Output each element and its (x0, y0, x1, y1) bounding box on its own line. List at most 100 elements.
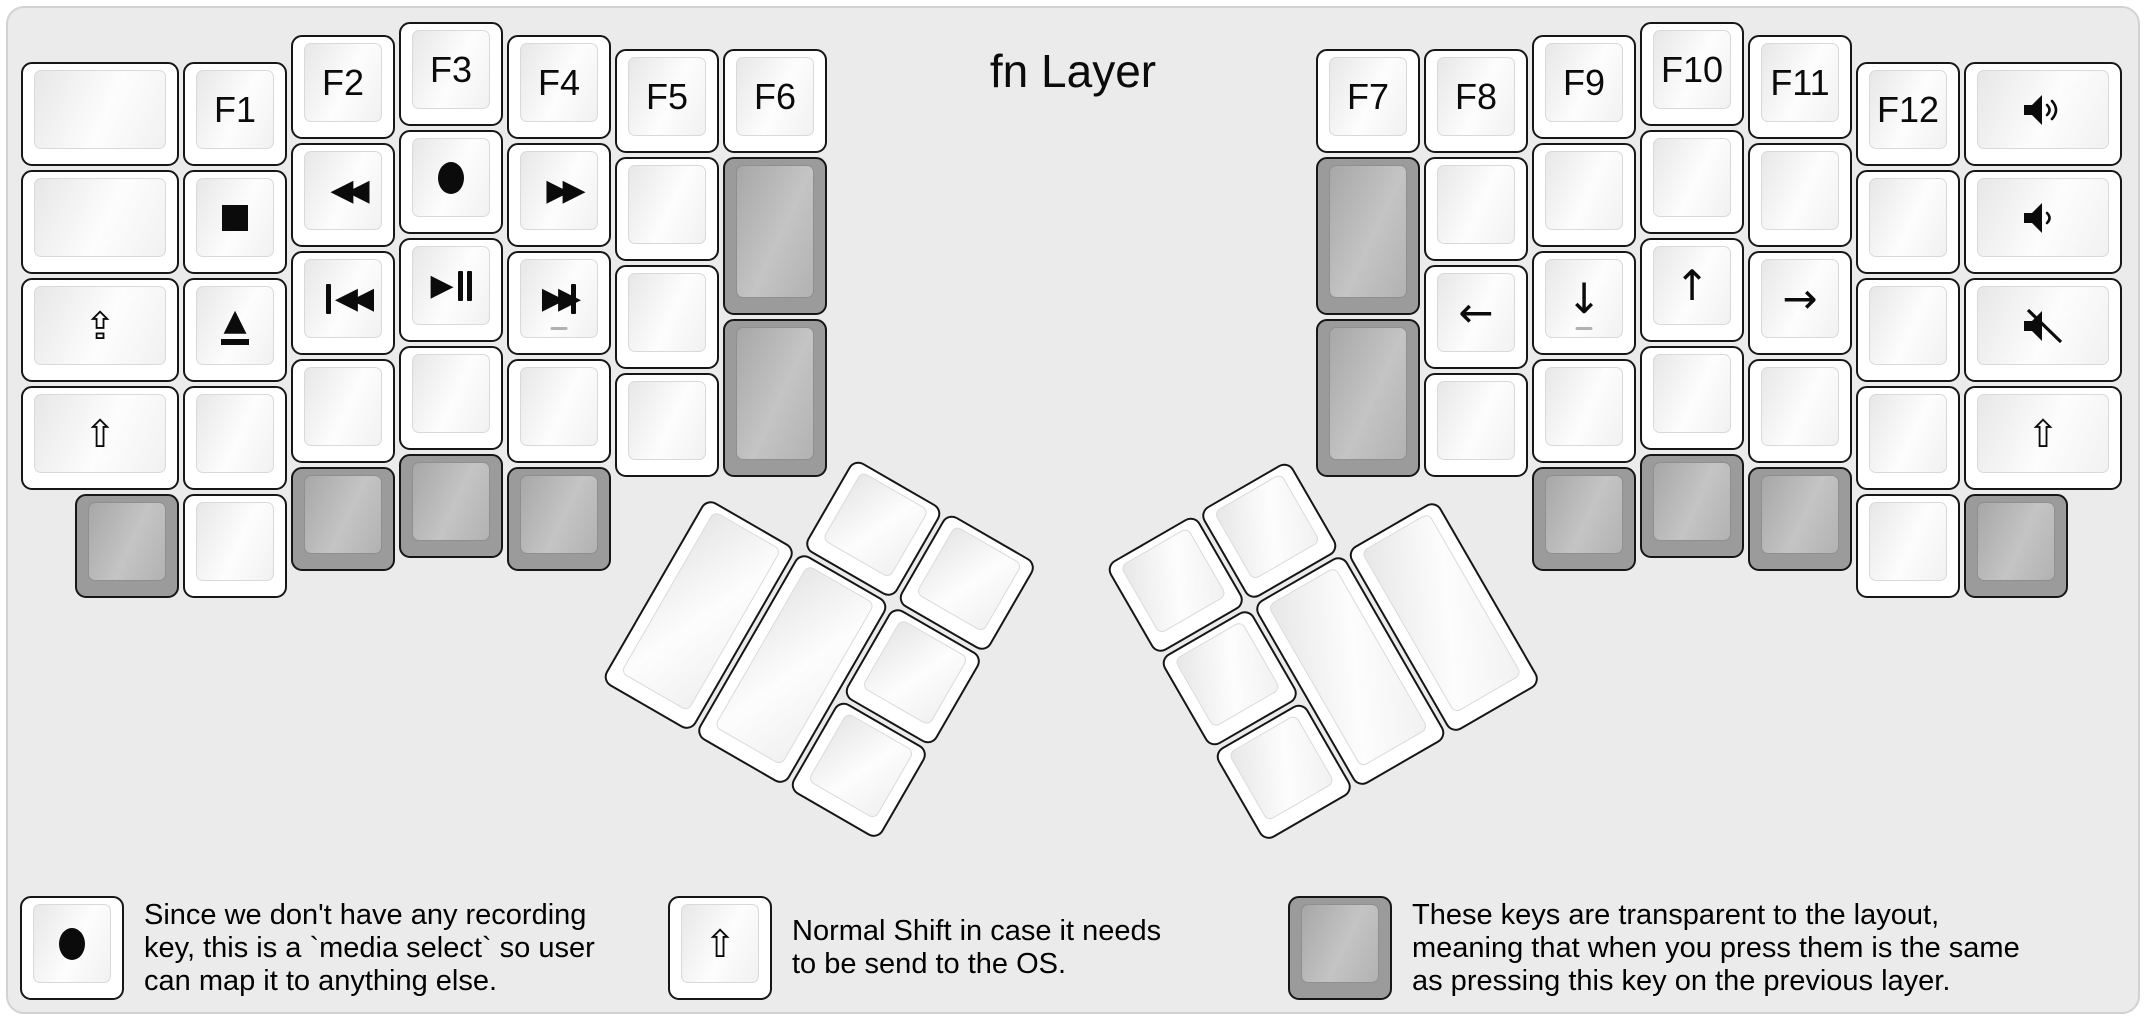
key-rewind: ◀◀ (291, 143, 395, 247)
key-f4: F4 (507, 35, 611, 139)
play-triangle: ▶ (430, 267, 454, 303)
keycap-top: F5 (628, 57, 706, 136)
key-blank (1424, 373, 1528, 477)
keycap-top (1329, 327, 1407, 460)
record-icon (59, 927, 85, 960)
key-shift: ⇧ (21, 386, 179, 490)
key-blank (1856, 170, 1960, 274)
keycap-top (1545, 475, 1623, 554)
key-transparent (1316, 157, 1420, 315)
next-track-icon: ▶▶ (541, 280, 581, 316)
key-mute (1964, 278, 2122, 382)
key-blank (615, 265, 719, 369)
keycap-top (1761, 151, 1839, 230)
key-volume-up (1964, 62, 2122, 166)
legend-item-transparent-keys: These keys are transparent to the layout… (1288, 896, 2020, 1000)
keycap-top: F6 (736, 57, 814, 136)
key-f3: F3 (399, 22, 503, 126)
arrow-up-icon: ↑ (1674, 260, 1710, 310)
key-f12: F12 (1856, 62, 1960, 166)
caps-lock-icon: ⇪ (84, 303, 116, 348)
key-blank (1748, 143, 1852, 247)
shift-icon: ⇧ (2027, 411, 2059, 456)
key-blank (1856, 278, 1960, 382)
forward-triangles: ▶▶ (541, 280, 581, 316)
keycap-top (628, 381, 706, 460)
key-label: F4 (537, 61, 580, 103)
keycap-top (412, 138, 490, 217)
key-f10: F10 (1640, 22, 1744, 126)
keycap-top (520, 367, 598, 446)
key-blank (183, 494, 287, 598)
key-transparent-sample (1288, 896, 1392, 1000)
pause-bar-icon (457, 270, 463, 301)
key-blank (615, 157, 719, 261)
key-play-pause: ▶ (399, 238, 503, 342)
key-record-sample (20, 896, 124, 1000)
keycap-top: ⇧ (34, 394, 166, 473)
key-transparent (507, 467, 611, 571)
keycap-top (1437, 165, 1515, 244)
keycap-top (628, 165, 706, 244)
keycap-top: F7 (1329, 57, 1407, 136)
key-label: F2 (321, 61, 364, 103)
keycap-top (821, 471, 930, 579)
keycap-top: F9 (1545, 43, 1623, 122)
play-pause-icon: ▶ (430, 267, 472, 303)
key-blank (1856, 386, 1960, 490)
key-f5: F5 (615, 49, 719, 153)
keycap-top (412, 354, 490, 433)
keycap-top (196, 178, 274, 257)
rewind-triangles: ◀◀ (334, 280, 374, 316)
keycap-top (915, 525, 1023, 633)
legend-item-media-select: Since we don't have any recording key, t… (20, 896, 595, 1000)
keycap-top (1869, 394, 1947, 473)
keycap-top (1227, 714, 1336, 822)
key-shift-sample: ⇧ (668, 896, 772, 1000)
key-f1: F1 (183, 62, 287, 166)
keycap-top (1213, 473, 1321, 581)
vol-up-icon (2024, 94, 2058, 125)
keycap-top: F4 (520, 43, 598, 122)
vol-down-icon (2024, 202, 2051, 233)
key-volume-down (1964, 170, 2122, 274)
key-transparent (1748, 467, 1852, 571)
keycap-top (1545, 151, 1623, 230)
keycap-top: F12 (1869, 70, 1947, 149)
key-blank (1856, 494, 1960, 598)
keycap-top: ◀◀ (304, 259, 382, 338)
key-transparent (291, 467, 395, 571)
key-transparent (399, 454, 503, 558)
keycap-top (1437, 381, 1515, 460)
arrow-down-icon: ↓ (1566, 273, 1602, 323)
pause-bar-icon (466, 270, 472, 301)
keycap-top (1653, 354, 1731, 433)
eject-triangle: ▲ (223, 303, 247, 338)
key-blank (1532, 143, 1636, 247)
key-transparent (723, 319, 827, 477)
keycap-top (1869, 178, 1947, 257)
key-blank (507, 359, 611, 463)
eject-bar (221, 339, 249, 345)
key-arrow-left: ← (1424, 265, 1528, 369)
key-f6: F6 (723, 49, 827, 153)
legend-text-transparent-keys: These keys are transparent to the layout… (1412, 898, 2020, 997)
keycap-top (304, 367, 382, 446)
key-blank (1532, 359, 1636, 463)
key-f2: F2 (291, 35, 395, 139)
keycap-top (1977, 178, 2109, 257)
rewind-icon: ◀◀ (330, 172, 369, 208)
shift-icon: ⇧ (84, 411, 116, 456)
key-label: F11 (1770, 61, 1830, 103)
key-label: F12 (1876, 88, 1940, 130)
key-transparent (1316, 319, 1420, 477)
keycap-top: ⇪ (34, 286, 166, 365)
keycap-top: F8 (1437, 57, 1515, 136)
legend-text-media-select: Since we don't have any recording key, t… (144, 898, 595, 997)
keycap-top: ↓ (1545, 259, 1623, 338)
key-f7: F7 (1316, 49, 1420, 153)
keycap-top (412, 462, 490, 541)
key-f9: F9 (1532, 35, 1636, 139)
